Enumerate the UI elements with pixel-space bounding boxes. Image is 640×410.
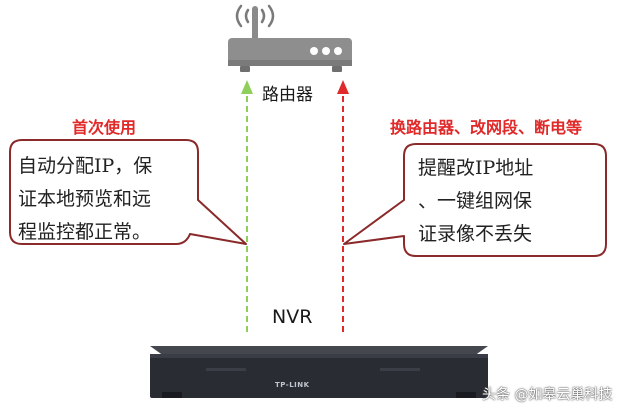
right-bubble-line: 证录像不丢失 [418, 223, 533, 245]
router-label: 路由器 [262, 85, 313, 105]
change-router-heading: 换路由器、改网段、断电等 [390, 118, 583, 137]
right-speech-bubble [343, 143, 607, 257]
watermark: 头条 @如皋云巢科技 [482, 387, 613, 403]
first-use-heading: 首次使用 [72, 118, 137, 137]
nvr-label: NVR [272, 306, 313, 328]
nvr-brand-logo: TP-LINK [275, 381, 310, 389]
right-bubble-line: 提醒改IP地址 [418, 157, 534, 179]
router-icon [228, 6, 352, 72]
left-bubble-text: 自动分配IP，保 证本地预览和远 程监控都正常。 [18, 150, 152, 249]
left-connection-arrow [241, 80, 253, 332]
nvr-device-icon [150, 346, 488, 398]
right-connection-arrow [337, 80, 349, 332]
left-bubble-line: 证本地预览和远 [18, 188, 152, 210]
left-speech-bubble [9, 139, 247, 245]
right-bubble-text: 提醒改IP地址 、一键组网保 证录像不丢失 [418, 152, 533, 251]
right-bubble-line: 、一键组网保 [418, 190, 533, 212]
left-bubble-line: 自动分配IP，保 [18, 155, 153, 177]
left-bubble-line: 程监控都正常。 [18, 221, 152, 243]
wifi-icon [235, 4, 275, 28]
